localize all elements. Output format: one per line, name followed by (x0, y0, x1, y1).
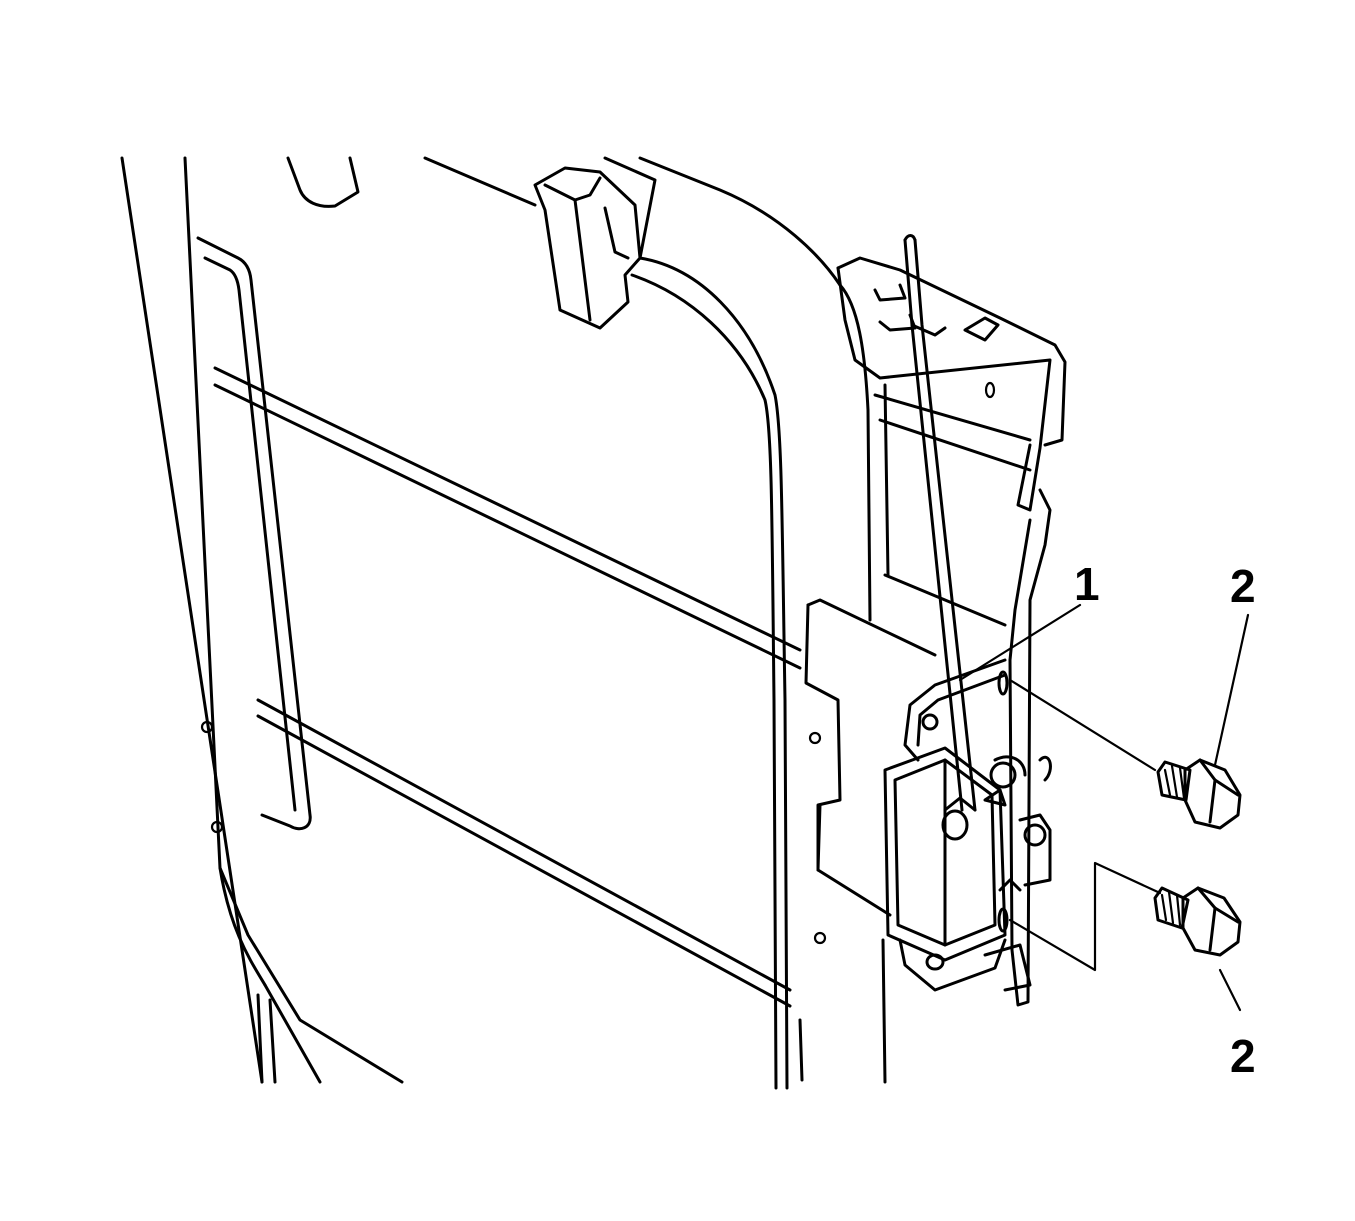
lower-bolt (1153, 886, 1242, 957)
bolt-holes (997, 670, 1009, 933)
left-frame (120, 156, 404, 1084)
callout-label-2-upper: 2 (1230, 560, 1256, 612)
callout-label-1: 1 (1074, 558, 1100, 610)
top-tab (286, 156, 360, 208)
latch-rail (1008, 488, 1052, 1007)
upper-bolt (1156, 758, 1242, 830)
center-tube (630, 256, 872, 1090)
release-bracket (836, 256, 1067, 512)
callout-label-2-lower: 2 (1230, 1030, 1256, 1082)
latch-housing (883, 658, 1052, 992)
top-edge (423, 156, 842, 287)
release-cable (903, 234, 977, 812)
leader-lines (958, 603, 1250, 1012)
callouts: 1 2 2 (1074, 558, 1256, 1082)
left-slot (196, 236, 312, 831)
cross-straps (213, 366, 802, 1008)
guide-bracket (533, 166, 642, 330)
right-frame (873, 383, 1032, 1084)
mounting-plate (804, 598, 937, 945)
